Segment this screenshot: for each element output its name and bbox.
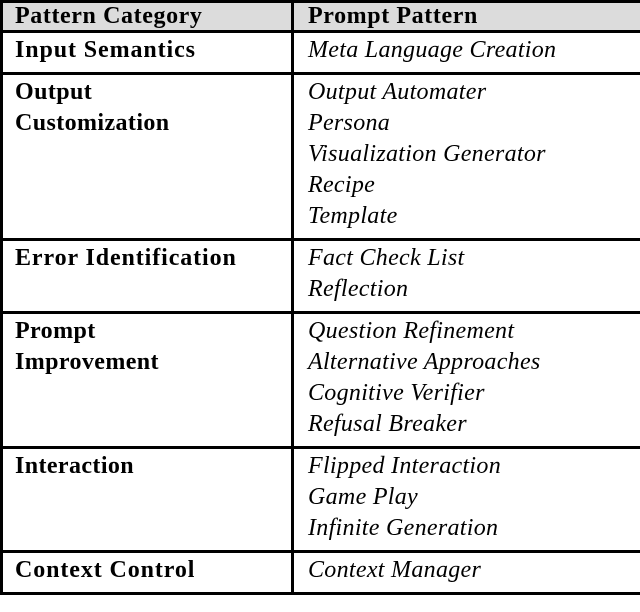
table-row: Context Control Context Manager xyxy=(1,551,640,594)
pattern-category-cell: Context Control xyxy=(1,551,294,594)
prompt-pattern-item: Fact Check List xyxy=(308,245,465,271)
prompt-pattern-item: Cognitive Verifier xyxy=(308,380,485,406)
prompt-pattern-item: Alternative Approaches xyxy=(308,349,541,375)
prompt-pattern-item: Question Refinement xyxy=(308,318,515,344)
prompt-pattern-item: Output Automater xyxy=(308,79,487,105)
column-header-prompt-pattern: Prompt Pattern xyxy=(292,1,640,33)
pattern-category-cell: Error Identification xyxy=(1,239,294,313)
prompt-pattern-item: Recipe xyxy=(308,172,376,198)
pattern-category-label: Input Semantics xyxy=(15,37,196,63)
column-header-pattern-category: Pattern Category xyxy=(1,1,294,33)
prompt-pattern-item: Refusal Breaker xyxy=(308,411,467,437)
prompt-pattern-item: Reflection xyxy=(308,276,409,302)
pattern-category-label: Customization xyxy=(15,110,170,136)
prompt-pattern-item: Game Play xyxy=(308,484,418,510)
prompt-pattern-item: Context Manager xyxy=(308,557,482,583)
prompt-pattern-cell: Context Manager xyxy=(293,552,640,594)
prompt-pattern-item: Visualization Generator xyxy=(308,141,546,167)
prompt-pattern-item: Infinite Generation xyxy=(308,515,499,541)
table-header: Pattern Category Prompt Pattern xyxy=(1,1,640,33)
pattern-category-label: Output xyxy=(15,79,93,105)
header-row: Pattern Category Prompt Pattern xyxy=(1,1,640,33)
pattern-category-label: Improvement xyxy=(15,349,159,375)
pattern-category-label: Prompt xyxy=(15,318,96,344)
pattern-category-cell: Input Semantics xyxy=(1,31,294,74)
prompt-pattern-item: Meta Language Creation xyxy=(308,37,557,63)
prompt-pattern-item: Persona xyxy=(308,110,391,136)
prompt-pattern-table: Pattern Category Prompt Pattern Input Se… xyxy=(0,0,640,595)
pattern-category-cell: Interaction xyxy=(1,447,294,552)
pattern-category-label: Context Control xyxy=(15,557,196,583)
prompt-pattern-item: Template xyxy=(308,203,398,229)
pattern-category-label: Error Identification xyxy=(15,245,237,271)
prompt-pattern-cell: Meta Language Creation xyxy=(293,32,640,74)
prompt-pattern-item: Flipped Interaction xyxy=(308,453,501,479)
table-row: Input Semantics Meta Language Creation xyxy=(1,31,640,74)
pattern-category-label: Interaction xyxy=(15,453,135,479)
